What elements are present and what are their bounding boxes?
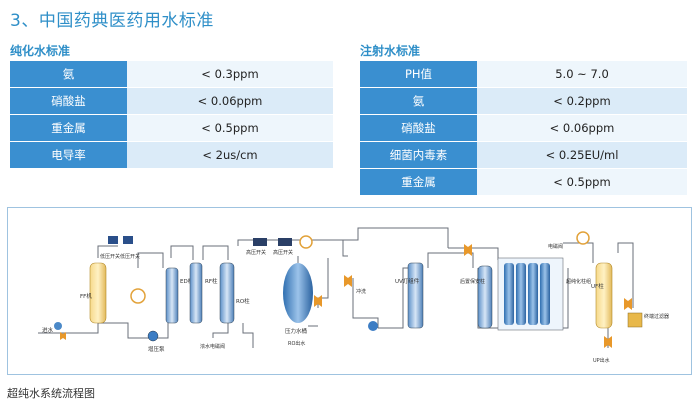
standard-item: 重金属 (360, 168, 477, 196)
standard-item: 氨 (360, 87, 477, 115)
label-ro: RO柱 (236, 297, 250, 305)
standard-value: < 0.3ppm (127, 61, 333, 88)
uv-lamp-icon (407, 262, 424, 329)
ultra-column-icon (540, 263, 550, 325)
ultra-column-icon (516, 263, 526, 325)
label-inlet: 进水 (42, 326, 54, 334)
high-switch-icon (123, 236, 133, 244)
standard-value: 5.0 ~ 7.0 (477, 61, 687, 88)
table-row: PH值 5.0 ~ 7.0 (360, 61, 687, 88)
standard-item: 硝酸盐 (360, 114, 477, 142)
table-row: 细菌内毒素 < 0.25EU/ml (360, 141, 687, 169)
terminal-filter-icon (627, 312, 643, 328)
label-outlet: UP出水 (593, 357, 610, 364)
standard-item: 电导率 (10, 141, 127, 169)
valve-icons (60, 244, 632, 348)
standard-value: < 0.06ppm (127, 87, 333, 115)
label-terminal: 终端过滤器 (644, 313, 669, 320)
process-flow-diagram: 进水 增压泵 FF机 低压开关 低压开关 ED柱 RF柱 RO柱 浓水电磁阀 高… (7, 207, 692, 375)
flow-diagram-svg: 进水 增压泵 FF机 低压开关 低压开关 ED柱 RF柱 RO柱 浓水电磁阀 高… (38, 227, 669, 364)
section-title: 3、中国药典医药用水标准 (10, 11, 214, 31)
table-row: 电导率 < 2us/cm (10, 141, 333, 169)
purified-water-title: 纯化水标准 (10, 44, 71, 58)
label-uv: UV灯组件 (395, 277, 420, 285)
ultra-column-icon (528, 263, 538, 325)
label-precision: 后置保安柱 (460, 278, 485, 285)
label-ball-valve: 电磁阀 (548, 243, 563, 250)
label-ff: FF机 (80, 292, 92, 300)
label-ultra: 超纯化柱组 (566, 278, 591, 285)
ed-column-icon (165, 267, 179, 324)
pressure-gauge-icon (130, 288, 146, 304)
uf-column-icon (595, 262, 613, 329)
ultra-column-icon (504, 263, 514, 325)
table-row: 重金属 < 0.5ppm (360, 168, 687, 196)
injection-water-title: 注射水标准 (360, 44, 421, 58)
label-booster-pump: 增压泵 (148, 345, 165, 353)
ro-column-icon (219, 262, 235, 324)
standard-value: < 0.06ppm (477, 114, 687, 142)
label-ro-outlet: RO出水 (288, 340, 305, 347)
table-row: 重金属 < 0.5ppm (10, 114, 333, 142)
standard-item: PH值 (360, 61, 477, 88)
label-rf: RF柱 (205, 277, 218, 285)
low-switch-icon (108, 236, 118, 244)
pressure-tank-icon (283, 263, 313, 323)
standard-value: < 0.5ppm (477, 168, 687, 196)
flow-meter-icon (299, 235, 313, 249)
booster-pump-icon (147, 330, 159, 342)
label-high-pump-1: 高压开关 (246, 249, 266, 256)
diagram-caption: 超纯水系统流程图 (7, 387, 95, 400)
label-low-switch: 低压开关 (100, 253, 120, 260)
standard-item: 细菌内毒素 (360, 141, 477, 169)
table-row: 硝酸盐 < 0.06ppm (360, 114, 687, 142)
inlet-valve-icon (54, 322, 62, 330)
high-pump-2-icon (278, 238, 292, 246)
conductivity-meter-icon (576, 231, 590, 245)
label-high-switch-1: 低压开关 (120, 253, 140, 260)
label-pressure-tank: 压力水桶 (285, 327, 308, 335)
injection-water-table: PH值 5.0 ~ 7.0 氨 < 0.2ppm 硝酸盐 < 0.06ppm 细… (360, 61, 687, 196)
rf-column-icon (189, 262, 203, 324)
label-high-pump-2: 高压开关 (273, 249, 293, 256)
label-uf: UF柱 (591, 282, 604, 290)
label-ed: ED柱 (180, 277, 194, 285)
precision-filter-icon (477, 265, 493, 329)
standard-value: < 0.2ppm (477, 87, 687, 115)
high-pump-1-icon (253, 238, 267, 246)
table-row: 氨 < 0.2ppm (360, 87, 687, 115)
table-row: 氨 < 0.3ppm (10, 61, 333, 88)
standard-value: < 0.25EU/ml (477, 141, 687, 169)
label-flush: 冲洗 (356, 288, 366, 295)
circulation-pump-icon (368, 321, 378, 331)
purified-water-table: 氨 < 0.3ppm 硝酸盐 < 0.06ppm 重金属 < 0.5ppm 电导… (10, 61, 333, 169)
standard-value: < 0.5ppm (127, 114, 333, 142)
standard-item: 氨 (10, 61, 127, 88)
label-reject-valve: 浓水电磁阀 (200, 343, 225, 350)
table-row: 硝酸盐 < 0.06ppm (10, 87, 333, 115)
standard-item: 重金属 (10, 114, 127, 142)
ff-filter-icon (89, 262, 107, 324)
standard-item: 硝酸盐 (10, 87, 127, 115)
standard-value: < 2us/cm (127, 141, 333, 169)
